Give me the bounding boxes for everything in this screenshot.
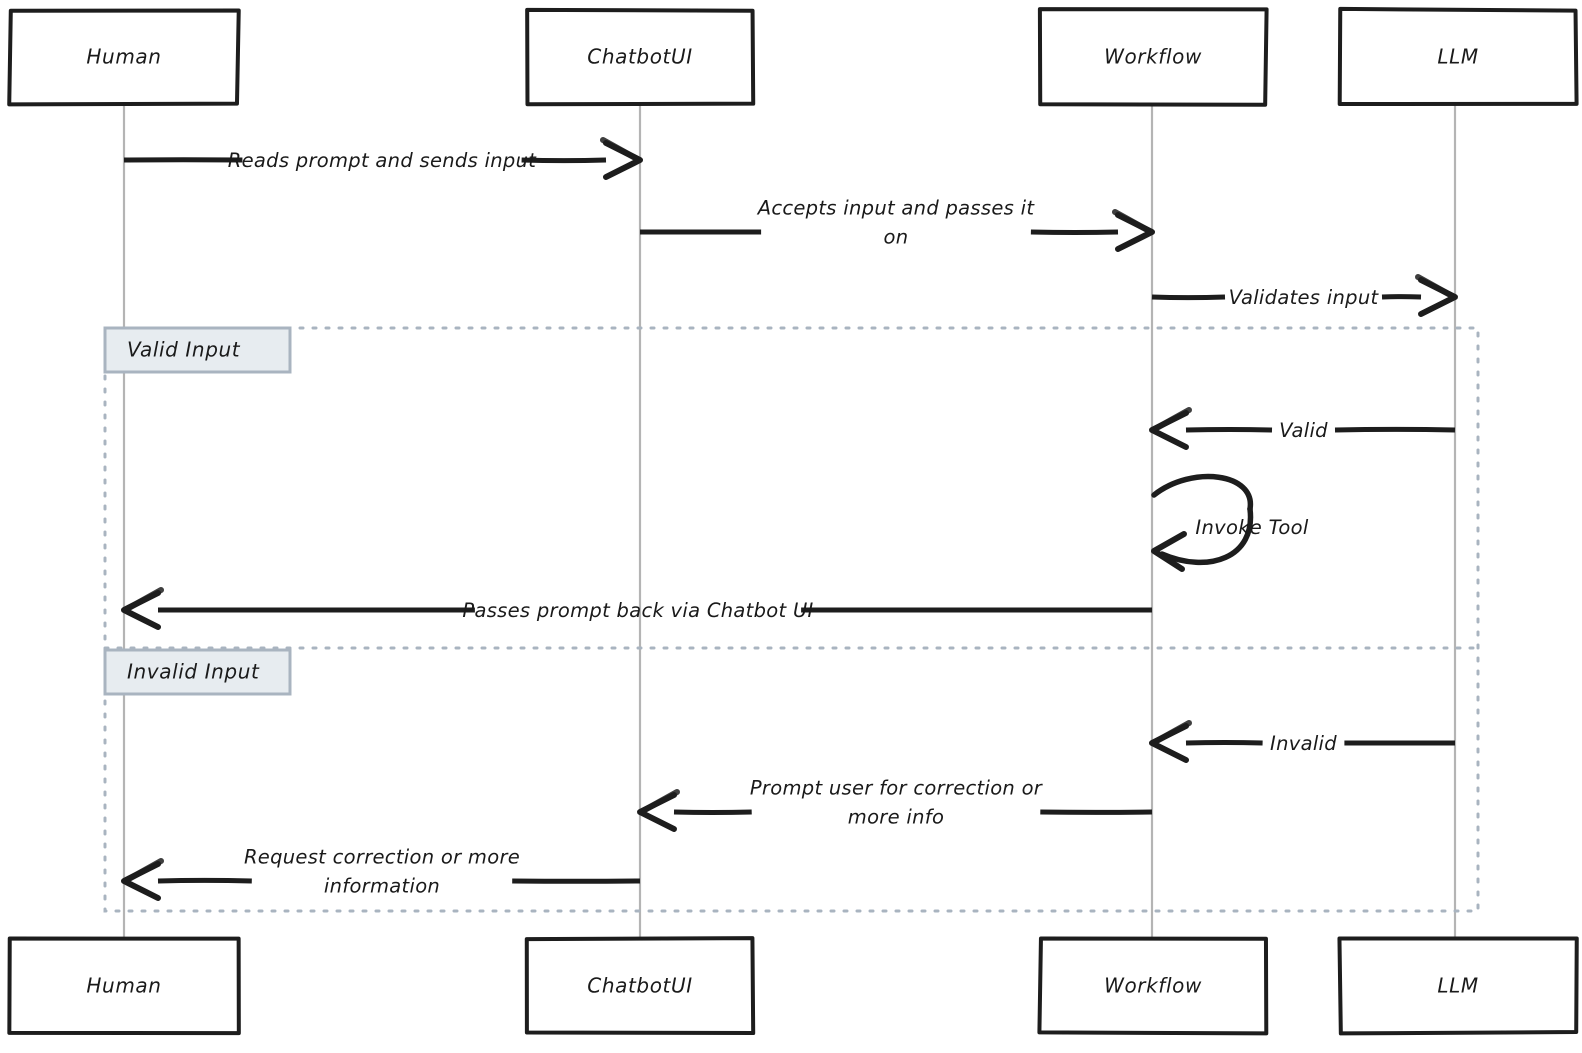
actor-label-llm: LLM — [1437, 974, 1478, 998]
actor-label-chatbotui: ChatbotUI — [587, 974, 692, 998]
alt-label-invalid: Invalid Input — [103, 648, 292, 696]
actor-box-chatbotui-top[interactable]: ChatbotUI — [525, 7, 756, 107]
message-m7: Invalid — [1149, 720, 1456, 763]
alt-fragment-frame — [103, 326, 1480, 913]
actor-box-llm-bottom[interactable]: LLM — [1337, 936, 1579, 1036]
alt-fragment-group — [103, 326, 1480, 913]
alt-label-text-valid: Valid Input — [127, 338, 241, 362]
svg-text:Reads prompt and sends input: Reads prompt and sends input — [228, 149, 538, 172]
actor-box-workflow-top[interactable]: Workflow — [1037, 7, 1269, 107]
message-m5: Invoke Tool — [1151, 473, 1309, 572]
message-m1: Reads prompt and sends input — [123, 137, 643, 180]
message-m6: Passes prompt back via Chatbot UI — [121, 587, 1153, 630]
svg-text:Accepts input and passes it: Accepts input and passes it — [756, 197, 1036, 220]
message-m4: Valid — [1149, 407, 1456, 450]
actor-box-human-top[interactable]: Human — [7, 8, 241, 107]
svg-text:more info: more info — [848, 806, 944, 829]
svg-text:Invoke Tool: Invoke Tool — [1195, 516, 1308, 539]
alt-label-valid: Valid Input — [103, 326, 292, 374]
message-m3: Validates input — [1151, 274, 1458, 317]
lifelines-group — [122, 104, 1457, 939]
actor-boxes-group: HumanHumanChatbotUIChatbotUIWorkflowWork… — [7, 6, 1579, 1036]
actor-label-workflow: Workflow — [1104, 974, 1202, 998]
actor-label-human: Human — [86, 45, 161, 69]
actor-box-human-bottom[interactable]: Human — [7, 936, 241, 1036]
svg-text:Valid: Valid — [1279, 419, 1328, 442]
actor-label-workflow: Workflow — [1104, 45, 1202, 69]
svg-text:Prompt user for correction or: Prompt user for correction or — [750, 777, 1044, 800]
svg-text:Passes prompt back via Chatbot: Passes prompt back via Chatbot UI — [462, 599, 813, 622]
svg-text:Invalid: Invalid — [1270, 732, 1337, 755]
actor-label-human: Human — [86, 974, 161, 998]
actor-box-llm-top[interactable]: LLM — [1337, 6, 1579, 107]
actor-box-workflow-bottom[interactable]: Workflow — [1037, 936, 1269, 1036]
alt-label-text-invalid: Invalid Input — [127, 660, 260, 684]
svg-text:on: on — [884, 226, 909, 249]
svg-text:Request correction or more: Request correction or more — [244, 846, 520, 869]
svg-text:Validates input: Validates input — [1229, 286, 1380, 309]
message-m9: Request correction or more information — [121, 846, 641, 901]
message-m2: Accepts input and passes it on — [639, 197, 1155, 252]
actor-label-llm: LLM — [1437, 45, 1478, 69]
actor-box-chatbotui-bottom[interactable]: ChatbotUI — [524, 936, 756, 1036]
message-m8: Prompt user for correction or more info — [637, 777, 1153, 832]
actor-label-chatbotui: ChatbotUI — [587, 45, 692, 69]
svg-text:information: information — [324, 875, 440, 898]
